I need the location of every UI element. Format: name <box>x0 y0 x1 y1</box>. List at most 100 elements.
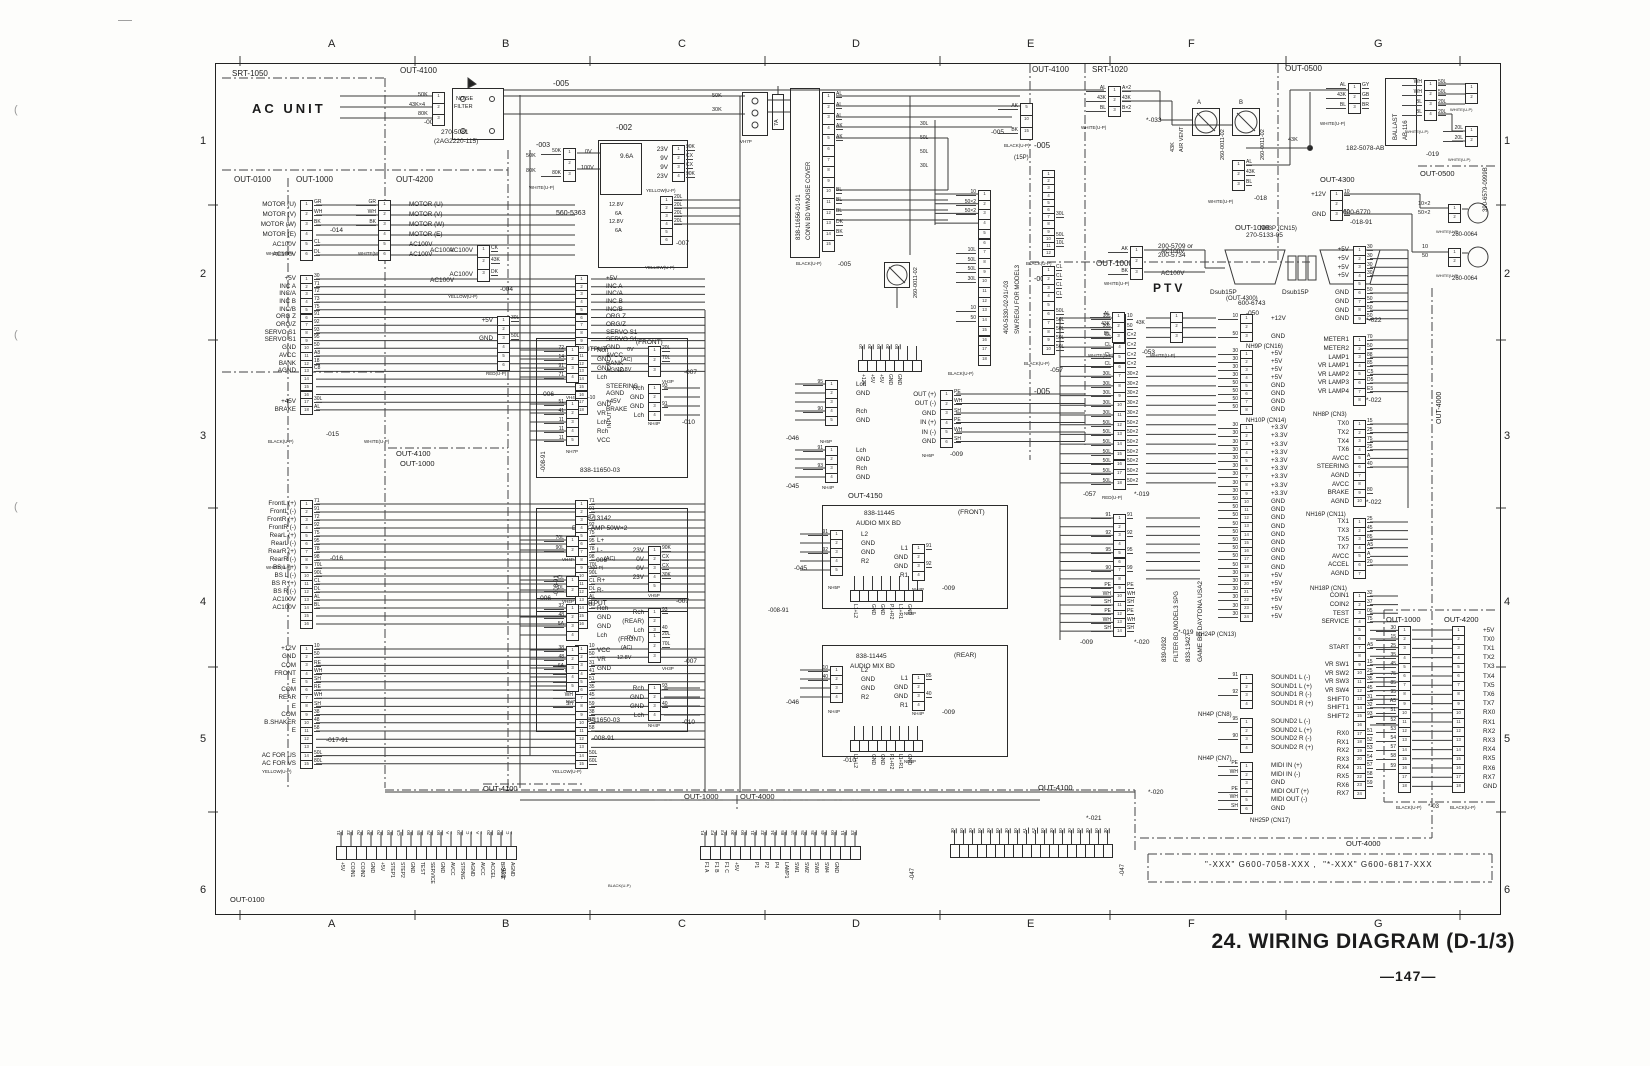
pin-signal-label: +5V <box>606 274 618 282</box>
wire-tag: C5 <box>396 829 403 836</box>
wire-tag: BL <box>314 602 321 609</box>
wire-tag: 50L <box>1091 430 1111 437</box>
diagram-label: NOISE <box>456 96 474 102</box>
wire-tag: 70L <box>662 641 671 648</box>
wire-tag: 50 <box>994 828 1002 834</box>
wire-tag: AL <box>589 594 596 601</box>
pin-signal-label: +12V <box>281 645 296 653</box>
pin-signal-label: SERVO S1 <box>264 328 296 336</box>
pin-signal-label: INC A <box>606 282 623 290</box>
pin-signal-label: VCC <box>597 646 611 654</box>
pin-signal-label: L2 <box>861 666 869 674</box>
wire-tag: 72 <box>314 514 320 521</box>
pin-signal-label: L+ <box>597 537 605 544</box>
pin-signal-label: F1 B <box>713 862 719 873</box>
pin-signal-label: R1 <box>899 571 908 579</box>
wire-tag: BL <box>1090 332 1110 338</box>
diagram-label: PTV <box>1153 281 1186 295</box>
wire-tag: SH <box>314 675 321 683</box>
diagram-label: YELLOW(U-P) <box>646 188 676 193</box>
wire-tag: 38 <box>589 708 595 716</box>
pin-signal-label: VR LAMP3 <box>1317 379 1349 387</box>
pin-signal-label: INC B <box>279 297 296 305</box>
wire-tag: CL <box>1056 273 1063 281</box>
wire-tag: BL <box>1086 106 1106 112</box>
component-outline <box>452 88 504 140</box>
wire-tag: A <box>474 831 482 835</box>
pin-signal-label: FrontR (-) <box>268 524 296 531</box>
wire-tag: 20L <box>674 210 683 217</box>
wire-tag: 45 <box>1367 524 1373 532</box>
pin-signal-label: VR <box>597 409 606 417</box>
diagram-label: -004 <box>500 286 514 293</box>
wire-tag: 98 <box>589 554 595 561</box>
diagram-label: AC100V <box>430 247 455 254</box>
wire-tag: 30 <box>1367 252 1373 260</box>
wire-tag: 75 <box>314 303 320 311</box>
wire-tag: 15 <box>1367 418 1373 426</box>
pin-signal-label: GND <box>861 548 875 556</box>
pin-signal-label: +12V <box>1311 191 1326 198</box>
wire-tag: 51 <box>839 830 847 836</box>
pin-signal-label: AGND <box>606 390 625 398</box>
wire-tag: SH <box>1091 600 1111 607</box>
diagram-label: -007 <box>676 598 690 605</box>
pin-signal-label: +5V <box>878 374 884 384</box>
wire-tag: CL <box>314 578 321 585</box>
wire-tag: AL <box>1086 86 1106 92</box>
wire-tag: 30 <box>314 272 320 280</box>
connector-pin: 4 <box>566 631 579 641</box>
pin-signal-label: +5V <box>869 374 875 384</box>
wire-tag: AK <box>836 133 843 141</box>
wire-tag: 50L <box>1091 449 1111 456</box>
wire-tag: 30 <box>949 828 957 834</box>
wire-tag: 05 <box>415 830 423 836</box>
wire-tag: 50 <box>1218 505 1238 512</box>
pin-signal-label: RX5 <box>1483 755 1496 763</box>
diagram-label: -009 <box>942 709 956 716</box>
pin-signal-label: Lch <box>597 631 608 639</box>
diagram-label: 838-11445 <box>864 510 895 517</box>
wire-tag: 40 <box>926 690 932 698</box>
wire-tag: PE <box>1127 581 1134 589</box>
pin-signal-label: R+ <box>597 577 606 584</box>
wire-tag: 50 <box>1218 331 1238 338</box>
diagram-label: -018 <box>1254 195 1268 202</box>
grid-row-number: 2 <box>200 268 207 280</box>
wire-tag: AL <box>314 403 321 411</box>
wire-tag: 41 <box>589 667 595 675</box>
diagram-label: VH7P <box>740 139 752 144</box>
edge-connector-pin <box>506 846 517 860</box>
diagram-label: NH8P <box>904 611 917 616</box>
pin-signal-label: ACCEL <box>489 862 495 879</box>
wire-tag: CL <box>1056 282 1063 289</box>
wire-tag: 30×2 <box>1127 400 1139 408</box>
wire-tag: 50 <box>435 830 443 836</box>
component-outline <box>822 505 1008 609</box>
pin-signal-label: SW1 <box>793 862 799 873</box>
diagram-label: WHITE(U-P) <box>1406 129 1429 134</box>
pin-signal-label: VR LAMP4 <box>1317 387 1349 395</box>
connector-pin: 10 <box>1042 345 1055 355</box>
pin-signal-label: P1 <box>753 862 759 869</box>
wire-tag: SH <box>954 407 961 415</box>
grid-column-letter: E <box>1027 918 1035 930</box>
wire-tag: BR <box>1362 102 1369 109</box>
wire-tag: 32 <box>759 830 767 836</box>
diagram-label: VH4P <box>566 395 578 400</box>
wire-tag: 50L <box>1091 459 1111 466</box>
diagram-label: -005 <box>1034 276 1049 283</box>
wire-tag: 90 <box>1218 734 1238 741</box>
component-outline <box>742 92 768 136</box>
wire-tag: RE <box>314 659 321 667</box>
pin-signal-label: +5V <box>379 862 385 872</box>
pin-signal-label: COIN1 <box>1329 592 1349 600</box>
diagram-label: OUT-0500 <box>1285 64 1322 73</box>
diagram-label: -050 <box>1246 310 1259 318</box>
diagram-label: OUT-4100 <box>1038 783 1073 792</box>
wire-tag: 93 <box>662 382 668 390</box>
pin-signal-label: +12V <box>860 374 866 386</box>
pin-signal-label: ORG/Z <box>606 321 626 329</box>
pin-signal-label: BANK <box>278 359 296 367</box>
diagram-label: BLACK(U-P) <box>796 261 822 266</box>
